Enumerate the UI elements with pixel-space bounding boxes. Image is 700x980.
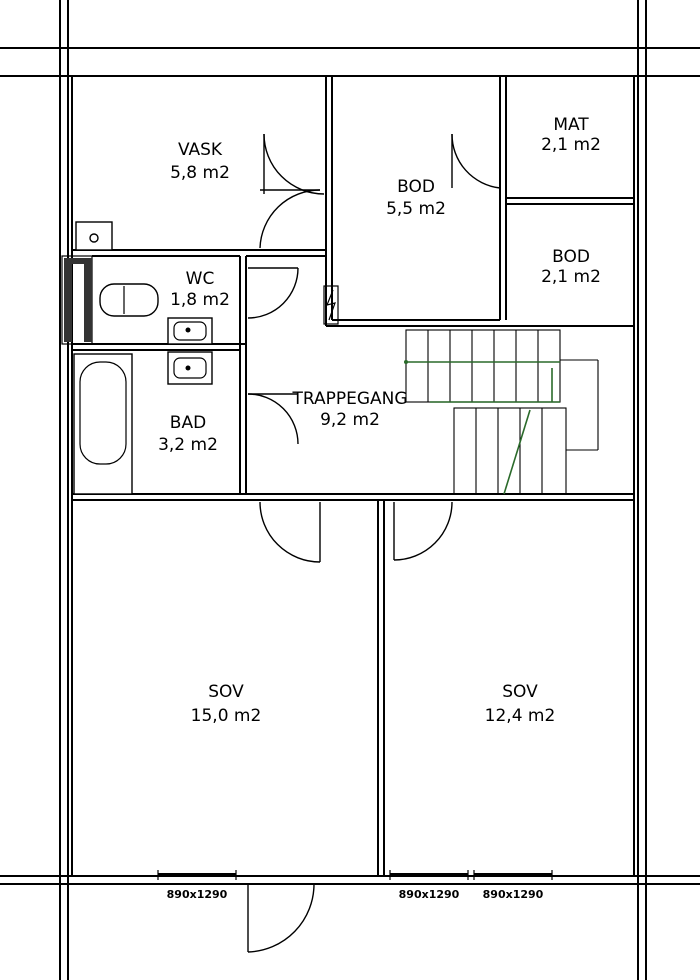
room-area-trappegang: 9,2 m2: [320, 410, 380, 430]
room-area-vask: 5,8 m2: [170, 163, 230, 183]
room-area-mat: 2,1 m2: [541, 135, 601, 155]
room-area-sov-large: 15,0 m2: [191, 706, 262, 726]
room-name-sov-large: SOV: [208, 682, 244, 702]
fixtures: [73, 221, 213, 495]
doors: [247, 133, 501, 953]
room-area-bad: 3,2 m2: [158, 435, 218, 455]
window-label-middle: 890x1290: [399, 888, 460, 901]
room-labels: VASK 5,8 m2 BOD 5,5 m2 MAT 2,1 m2 BOD 2,…: [158, 115, 601, 726]
room-name-sov-small: SOV: [502, 682, 538, 702]
room-name-wc: WC: [186, 269, 215, 289]
room-name-trappegang: TRAPPEGANG: [291, 389, 407, 409]
room-area-sov-small: 12,4 m2: [485, 706, 556, 726]
walls: [61, 76, 635, 876]
window-label-left: 890x1290: [167, 888, 228, 901]
room-area-bod-small: 2,1 m2: [541, 267, 601, 287]
staircase: [323, 285, 599, 495]
room-area-wc: 1,8 m2: [170, 290, 230, 310]
room-name-bod-large: BOD: [397, 177, 435, 197]
room-name-bad: BAD: [170, 413, 206, 433]
room-name-mat: MAT: [553, 115, 589, 135]
room-area-bod-large: 5,5 m2: [386, 199, 446, 219]
room-name-bod-small: BOD: [552, 247, 590, 267]
windows: 890x1290 890x1290 890x1290: [157, 870, 553, 901]
window-label-right: 890x1290: [483, 888, 544, 901]
room-name-vask: VASK: [178, 140, 223, 160]
